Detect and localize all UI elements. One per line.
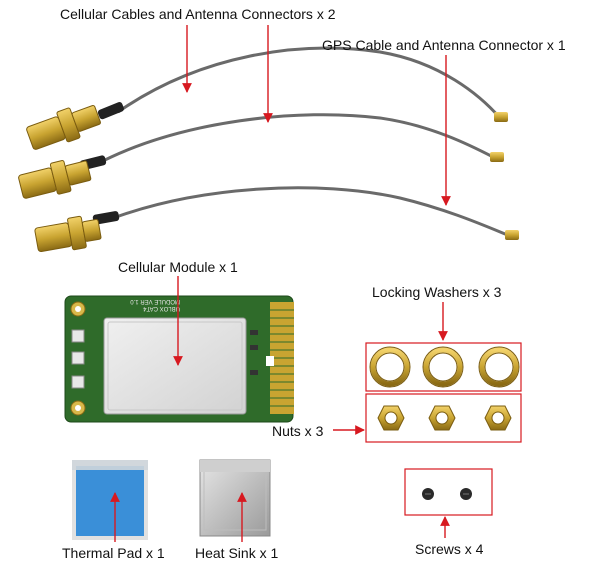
label-cellular-cables: Cellular Cables and Antenna Connectors x… [60, 6, 336, 22]
label-nuts: Nuts x 3 [272, 423, 324, 439]
locking-washers-group [365, 342, 522, 392]
label-thermal-pad: Thermal Pad x 1 [62, 545, 165, 561]
cellular-cable-2 [79, 113, 504, 171]
label-heat-sink: Heat Sink x 1 [195, 545, 279, 561]
cellular-cable-1 [97, 46, 508, 122]
module-marking-line1: MODULE VER 1.0 [130, 298, 180, 304]
module-marking-line2: UBLOX CAT4 [142, 305, 180, 311]
label-screws: Screws x 4 [415, 541, 484, 557]
sma-connector-2 [18, 160, 92, 199]
label-gps-cable: GPS Cable and Antenna Connector x 1 [322, 37, 566, 53]
gps-cable [92, 186, 519, 240]
heat-sink [199, 459, 271, 537]
callout-arrows [110, 25, 451, 542]
nuts-frame [365, 393, 522, 443]
label-locking-washers: Locking Washers x 3 [372, 284, 502, 300]
screws-group [404, 468, 493, 516]
screws-frame [404, 468, 493, 516]
locking-washer [370, 347, 519, 387]
sma-connector-1 [26, 104, 101, 150]
thermal-pad [72, 460, 148, 540]
sma-connector-3 [34, 215, 102, 252]
nuts-group [365, 393, 522, 443]
label-cellular-module: Cellular Module x 1 [118, 259, 238, 275]
cellular-module [64, 295, 294, 423]
locking-washers-frame [365, 342, 522, 392]
